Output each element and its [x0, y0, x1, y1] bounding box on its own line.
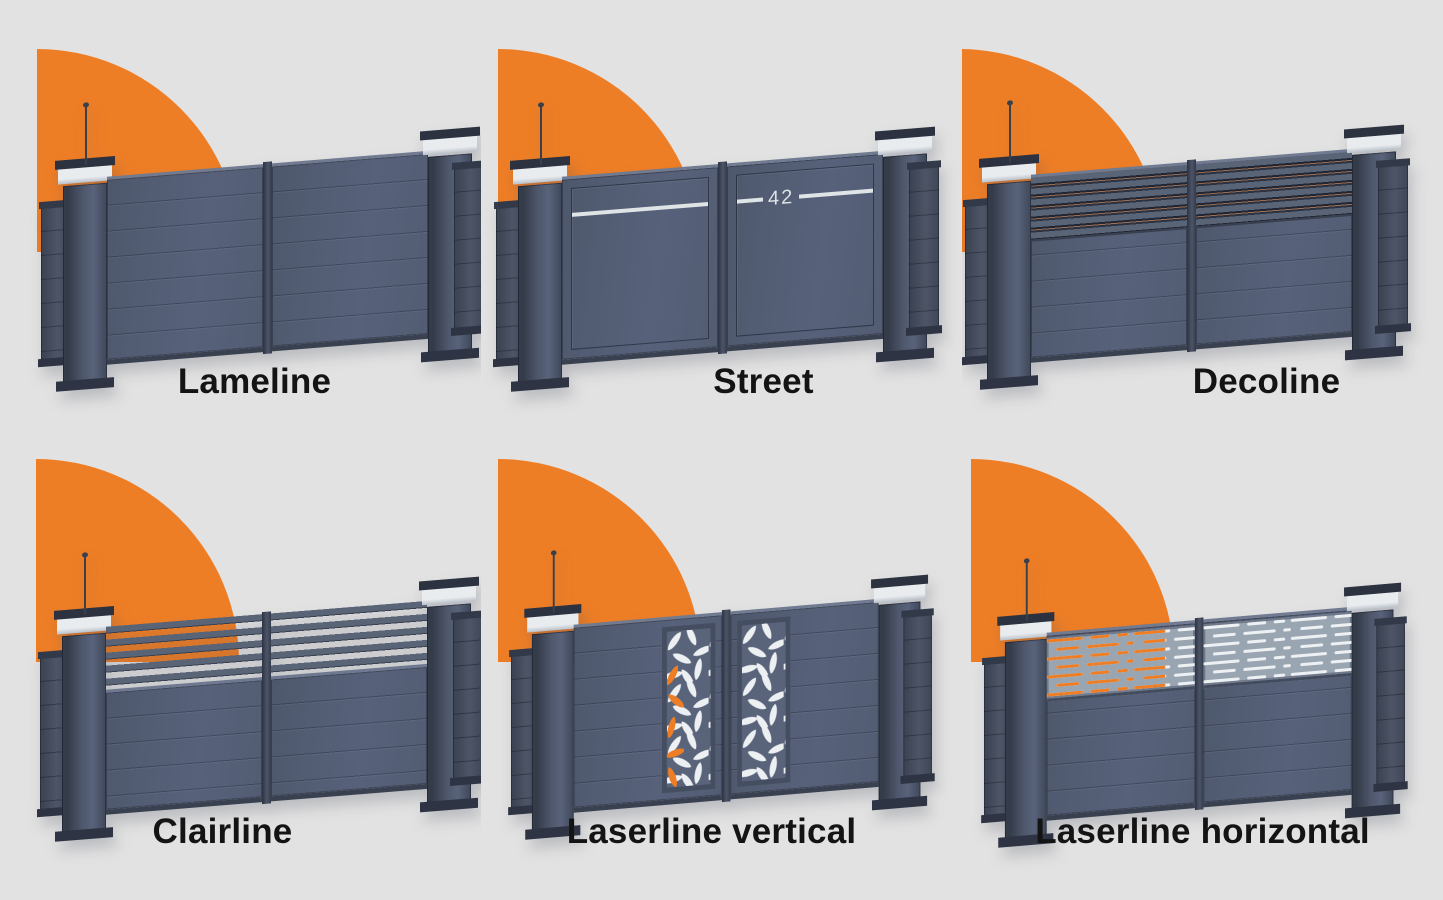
- antenna: [1009, 104, 1011, 163]
- solid-panel: [271, 663, 427, 802]
- right-outer-pillar: [1378, 164, 1408, 327]
- gate-leaf-right: [1203, 606, 1352, 808]
- gate-model-label: Clairline: [152, 812, 293, 851]
- left-gate-post: [527, 554, 579, 831]
- gate-card-clairline[interactable]: Clairline: [0, 450, 481, 900]
- gate-leaf-right: 42: [727, 150, 883, 352]
- gate-leaf-left: [1031, 162, 1187, 363]
- post-cap: [873, 582, 926, 604]
- gate-card-decoline[interactable]: Decoline: [962, 0, 1443, 450]
- dash-cutout-pattern: [1203, 611, 1352, 686]
- post-cap: [1347, 132, 1401, 154]
- gate-leaf-right: [271, 600, 427, 802]
- post-cap: [513, 164, 567, 185]
- gate-body: [40, 556, 481, 846]
- gate-card-laserline-vertical[interactable]: Laserline vertical: [481, 450, 962, 900]
- laser-dash-band: [1203, 611, 1352, 689]
- center-stile: [1187, 159, 1196, 353]
- gate-leaf-left: [573, 612, 722, 813]
- orange-leaf-accents: [666, 663, 684, 789]
- post-cap: [1346, 590, 1399, 612]
- gate-leaf-right: [1196, 148, 1352, 350]
- antenna: [1025, 562, 1028, 621]
- leaf-cutout-pattern: [741, 621, 786, 782]
- gate-illustration-decoline: [965, 104, 1408, 394]
- left-gate-post: [513, 106, 567, 383]
- laser-dash-band: [1046, 625, 1195, 702]
- louver-band: [1196, 151, 1352, 229]
- post-cap: [1000, 620, 1052, 641]
- gate-leaf-right: [272, 150, 428, 352]
- post-cap: [527, 612, 579, 633]
- leaf-pattern-panel: [737, 616, 791, 787]
- gate-illustration-lameline: [41, 106, 481, 396]
- gate-card-lameline[interactable]: Lameline: [0, 0, 481, 450]
- antenna: [552, 554, 555, 613]
- gate-card-street[interactable]: 42 Street: [481, 0, 962, 450]
- right-outer-pillar: [1376, 622, 1405, 785]
- post-cap: [422, 584, 476, 606]
- right-outer-pillar: [454, 166, 481, 329]
- gate-illustration-clairline: [40, 556, 481, 846]
- gate-body: [511, 554, 932, 844]
- left-gate-post: [57, 556, 111, 833]
- leaf-pattern-panel: [662, 622, 716, 794]
- stripe-segment: [799, 188, 873, 199]
- gate-model-label: Lameline: [177, 362, 332, 401]
- gate-illustration-laserline-vertical: [511, 554, 932, 844]
- right-outer-pillar: [909, 166, 939, 329]
- antenna: [84, 556, 86, 615]
- gate-body: [41, 106, 481, 396]
- gate-leaf-left: [562, 164, 718, 365]
- gate-model-label: Street: [713, 362, 814, 401]
- gate-illustration-laserline-horizontal: [984, 562, 1405, 852]
- gate-model-label: Laserline horizontal: [1035, 812, 1370, 851]
- antenna: [85, 106, 87, 165]
- right-outer-pillar: [903, 614, 932, 777]
- left-gate-post: [982, 104, 1036, 381]
- center-stile: [721, 609, 731, 803]
- antenna: [540, 106, 542, 165]
- gate-card-laserline-horizontal[interactable]: Laserline horizontal: [962, 450, 1443, 900]
- post-cap: [58, 164, 112, 185]
- post-cap: [982, 162, 1036, 183]
- gate-model-label: Decoline: [1192, 362, 1341, 401]
- center-stile: [718, 161, 727, 355]
- post-cap: [57, 614, 111, 635]
- center-stile: [263, 161, 272, 355]
- gate-illustration-street: 42: [496, 106, 939, 396]
- center-stile: [262, 611, 271, 805]
- stripe-segment: [737, 197, 763, 204]
- gate-body: [965, 104, 1408, 394]
- gate-body: [984, 562, 1405, 852]
- gate-leaf-left: [1046, 620, 1195, 821]
- gate-leaf-right: [730, 598, 879, 800]
- house-number: 42: [768, 186, 795, 211]
- left-gate-post: [1000, 562, 1052, 839]
- gate-body: 42: [496, 106, 939, 396]
- louver-band: [1031, 165, 1187, 242]
- post-cap: [423, 134, 477, 156]
- gate-leaf-left: [106, 614, 262, 815]
- right-outer-pillar: [453, 616, 481, 779]
- post-cap: [878, 134, 932, 156]
- gate-model-label: Laserline vertical: [566, 812, 857, 851]
- solid-panel: [106, 677, 262, 815]
- dash-cutout-pattern: [1046, 625, 1195, 699]
- center-stile: [1194, 617, 1204, 811]
- gate-leaf-left: [107, 164, 263, 365]
- left-gate-post: [58, 106, 112, 383]
